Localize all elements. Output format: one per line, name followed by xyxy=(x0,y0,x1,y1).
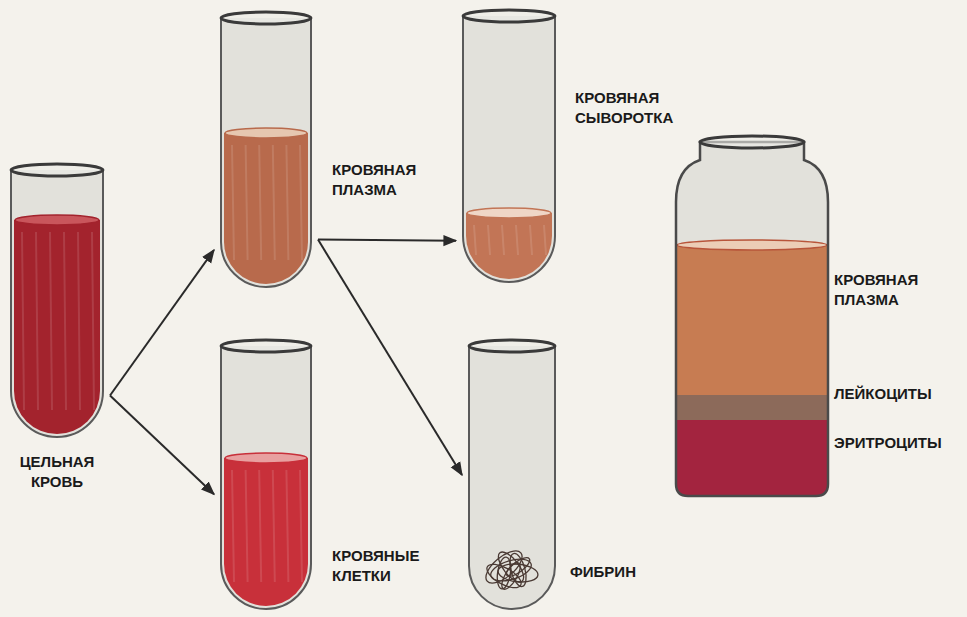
jar-drawing xyxy=(672,132,832,500)
tube-label: КРОВЯНЫЕ КЛЕТКИ xyxy=(332,546,457,585)
tube-drawing xyxy=(8,162,106,440)
glass-streak xyxy=(544,225,546,255)
meniscus xyxy=(225,128,307,138)
glass-tube xyxy=(11,170,103,437)
test-tube-node: КРОВЯНАЯ ПЛАЗМА xyxy=(218,10,314,290)
tube-rim xyxy=(469,340,555,352)
layer-label: ЛЕЙКОЦИТЫ xyxy=(834,384,932,404)
layer-label: ЭРИТРОЦИТЫ xyxy=(834,433,942,453)
arrow-connector xyxy=(110,250,214,396)
glass-streak xyxy=(502,225,504,255)
glass-streak xyxy=(92,232,94,410)
glass-streak xyxy=(36,232,38,410)
jar-outline xyxy=(676,142,828,496)
arrow-connector xyxy=(318,240,456,241)
glass-tube xyxy=(221,346,311,609)
glass-streak xyxy=(273,470,275,582)
glass-streak xyxy=(474,225,476,255)
erythrocyte-layer xyxy=(672,420,832,500)
test-tube-node: ФИБРИН xyxy=(466,338,558,612)
tube-drawing xyxy=(218,338,314,612)
tube-label: КРОВЯНАЯ СЫВОРОТКА xyxy=(575,88,700,127)
tube-drawing xyxy=(466,338,558,612)
glass-tube xyxy=(469,346,555,609)
leukocyte-layer xyxy=(672,395,832,421)
glass-streak xyxy=(300,145,302,260)
glass-tube xyxy=(463,16,555,282)
arrow-connector xyxy=(318,240,462,475)
meniscus xyxy=(467,208,551,218)
glass-streak xyxy=(78,232,80,410)
fibrin-strand xyxy=(504,555,533,580)
tube-drawing xyxy=(218,10,314,290)
jar-rim xyxy=(700,136,804,148)
meniscus xyxy=(677,240,827,250)
glass-streak xyxy=(50,232,52,410)
tube-drawing xyxy=(460,8,558,285)
glass-streak xyxy=(64,232,66,410)
glass-streak xyxy=(246,145,248,260)
arrow-connector xyxy=(110,396,214,495)
jar-node: КРОВЯНАЯ ПЛАЗМА xyxy=(672,132,832,500)
test-tube-node: КРОВЯНЫЕ КЛЕТКИ xyxy=(218,338,314,612)
tube-rim xyxy=(221,12,311,24)
glass-streak xyxy=(259,145,261,260)
plasma-layer xyxy=(672,245,832,396)
glass-streak xyxy=(488,225,490,255)
tube-rim xyxy=(11,164,103,176)
glass-streak xyxy=(286,145,288,260)
test-tube-node: ЦЕЛЬНАЯ КРОВЬ xyxy=(8,162,106,440)
glass-streak xyxy=(22,232,24,410)
glass-streak xyxy=(246,470,248,582)
tube-label: ЦЕЛЬНАЯ КРОВЬ xyxy=(0,452,116,491)
meniscus xyxy=(15,215,99,225)
tube-label: КРОВЯНАЯ ПЛАЗМА xyxy=(834,270,959,309)
meniscus xyxy=(225,453,307,463)
liquid xyxy=(466,213,552,279)
glass-streak xyxy=(286,470,288,582)
liquid xyxy=(224,458,308,606)
tube-label: КРОВЯНАЯ ПЛАЗМА xyxy=(332,160,457,199)
glass-streak xyxy=(530,225,532,255)
tube-rim xyxy=(463,10,555,22)
glass-streak xyxy=(259,470,261,582)
liquid xyxy=(14,220,100,434)
glass-streak xyxy=(232,145,234,260)
glass-streak xyxy=(273,145,275,260)
glass-streak xyxy=(516,225,518,255)
glass-tube xyxy=(221,18,311,287)
liquid xyxy=(224,133,308,284)
test-tube-node: КРОВЯНАЯ СЫВОРОТКА xyxy=(460,8,558,285)
fibrin-strand xyxy=(495,556,512,589)
tube-label: ФИБРИН xyxy=(570,562,680,582)
tube-rim xyxy=(221,340,311,352)
glass-streak xyxy=(300,470,302,582)
glass-streak xyxy=(232,470,234,582)
